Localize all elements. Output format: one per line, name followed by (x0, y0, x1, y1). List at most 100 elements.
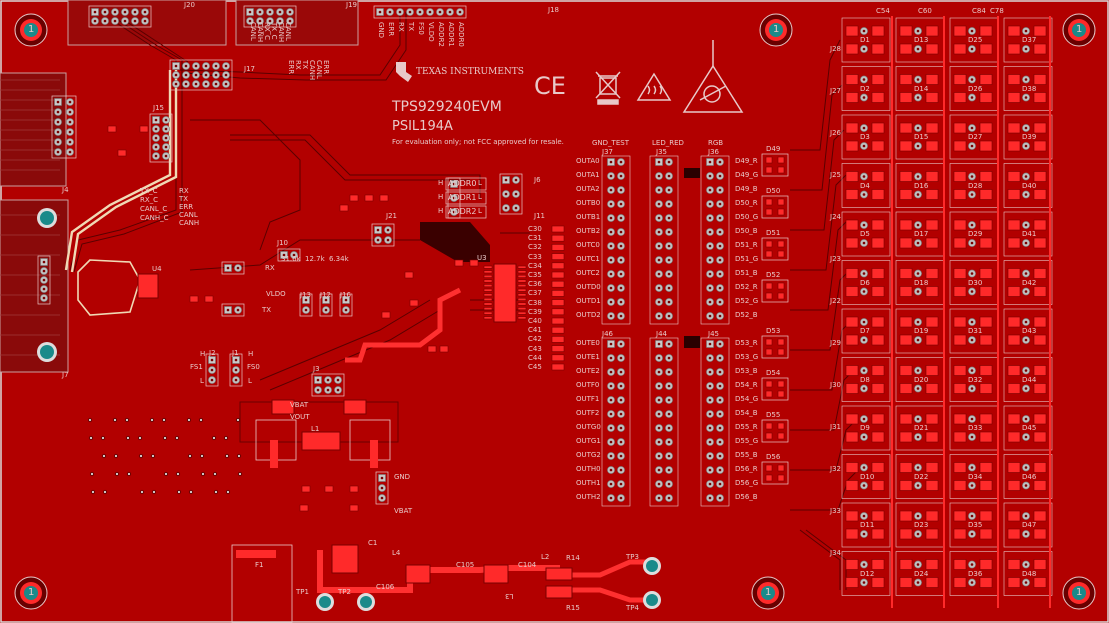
label-j11: J11 (534, 212, 545, 220)
passive (139, 125, 149, 133)
led-pad (845, 413, 859, 425)
ic-u3-pin (517, 302, 527, 306)
label-c105: C105 (456, 561, 475, 569)
pad-drill (194, 73, 198, 77)
led-label: D38 (1022, 84, 1037, 93)
out-right-label: D54_R (735, 381, 758, 389)
pad-drill (667, 468, 671, 472)
out-diode-pad (765, 166, 773, 174)
led-pad (953, 431, 967, 443)
via (102, 489, 108, 495)
led-pad (899, 237, 913, 249)
label-j7: J7 (62, 371, 69, 379)
led-pad (899, 43, 913, 55)
out-diode-pad (777, 156, 785, 164)
header-j1-outline (229, 353, 243, 387)
j18-pin-label: ADDR1 (447, 22, 455, 47)
pad-drill (667, 286, 671, 290)
pad-drill (916, 466, 920, 469)
led-pad (899, 577, 913, 588)
led-cell (841, 357, 891, 402)
pad-drill (718, 454, 722, 458)
addr-box (445, 177, 487, 191)
pad-drill (657, 482, 661, 486)
out-right-label: D52_G (735, 297, 759, 305)
out-diode-pad (765, 390, 773, 398)
cap-label: C37 (528, 289, 542, 298)
cap-label: C36 (528, 280, 542, 289)
pad-drill (718, 174, 722, 178)
resistor-value: 12.7k (305, 255, 325, 263)
weee-bin-icon (595, 71, 621, 105)
ic-u3-pin (517, 311, 527, 315)
led-label: D27 (968, 133, 983, 141)
out-row-label: OUTD1 (576, 297, 601, 305)
label-vout: VOUT (290, 413, 310, 421)
pad-drill (154, 136, 158, 140)
led-pad (1033, 237, 1047, 249)
j15-label: RX (179, 187, 189, 195)
led-pad (845, 528, 859, 540)
pad-drill (143, 10, 147, 14)
pad-drill (316, 378, 320, 382)
led-pad (899, 431, 913, 443)
pad-drill (214, 64, 218, 68)
pad-drill (304, 308, 308, 312)
pad-drill (609, 300, 613, 304)
label-r15: R15 (566, 604, 580, 612)
cap-pad (551, 244, 565, 251)
via (161, 417, 167, 423)
passive (379, 194, 389, 202)
pad-drill (657, 370, 661, 374)
pad-drill (194, 82, 198, 86)
j18-pin-label: ERR (387, 22, 395, 37)
header-j7-pins-outline (37, 255, 51, 305)
out-row-label: OUTE1 (576, 353, 600, 361)
label-l1: L1 (311, 425, 320, 433)
pad-drill (970, 126, 974, 130)
pad-drill (862, 29, 866, 33)
led-pad (899, 413, 913, 425)
pad-drill (970, 193, 974, 196)
connector-j4-body (0, 72, 67, 187)
pad-drill (657, 342, 661, 346)
label-j19: J19 (346, 1, 357, 9)
label-tx: TX (262, 306, 272, 314)
led-pad (899, 189, 913, 200)
pad-drill (916, 29, 920, 33)
out-right-label: D54_G (735, 395, 759, 403)
j17-pin-label: RX (294, 60, 302, 70)
led-pad (1007, 219, 1021, 231)
pad-drill (619, 454, 623, 458)
out-diode-label: D52 (766, 271, 781, 279)
pad-drill (42, 296, 46, 300)
mounting-hole (24, 586, 38, 600)
led-pad (899, 528, 913, 540)
led-connector-label: J32 (830, 465, 841, 473)
pad-drill (862, 387, 866, 390)
led-pad (845, 334, 859, 346)
led-pad (1007, 268, 1021, 279)
pad-drill (657, 496, 661, 500)
pad-drill (718, 370, 722, 374)
out-diode-label: D49 (766, 145, 781, 153)
pad-drill (214, 82, 218, 86)
out-diode-label: D53 (766, 327, 781, 335)
pad-drill (93, 10, 97, 14)
led-label: D18 (914, 278, 929, 287)
out-diode-outline (761, 195, 789, 219)
pad-drill (862, 223, 866, 227)
pad-drill (1024, 126, 1028, 130)
led-pad (1033, 268, 1047, 279)
led-label: D41 (1022, 230, 1037, 238)
pad-drill (398, 10, 402, 14)
passive (364, 194, 374, 202)
cap-label: C43 (528, 344, 542, 353)
led-pad (1033, 122, 1047, 134)
addr-mark-h: H (438, 179, 444, 187)
led-pad (871, 528, 885, 540)
pad-drill (1024, 241, 1028, 245)
pad-drill (657, 174, 661, 178)
via (199, 453, 205, 459)
addr-mark-h: H (438, 193, 444, 201)
